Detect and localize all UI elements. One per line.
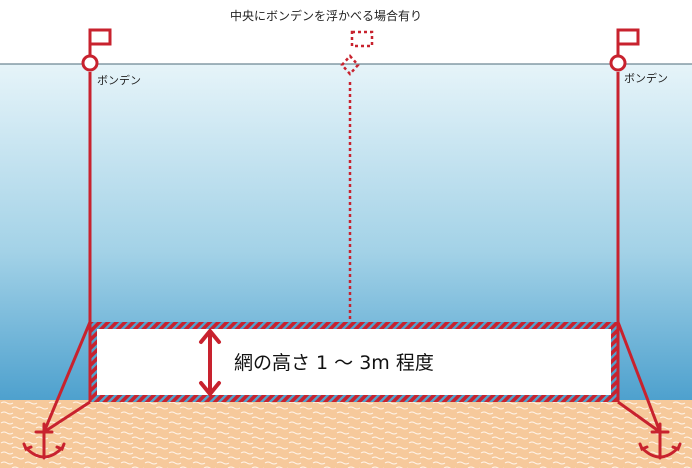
net [90, 322, 618, 402]
buoy-icon [609, 54, 627, 72]
double-arrow-icon [199, 327, 221, 398]
seabed-sand [0, 400, 692, 468]
flag-icon [88, 28, 112, 46]
net-inner [97, 329, 611, 395]
anchor-lines [42, 321, 662, 434]
buoy-icon [81, 54, 99, 72]
anchor-icon [638, 422, 682, 460]
flag-icon [616, 28, 640, 46]
center-optional-buoy [340, 30, 374, 322]
buoy-right-label: ボンデン [624, 71, 668, 85]
buoy-left-label: ボンデン [97, 73, 141, 87]
anchor-icon [22, 422, 66, 460]
top-note: 中央にボンデンを浮かべる場合有り [230, 8, 422, 23]
net-height-label: 網の高さ 1 ～ 3m 程度 [234, 352, 434, 374]
